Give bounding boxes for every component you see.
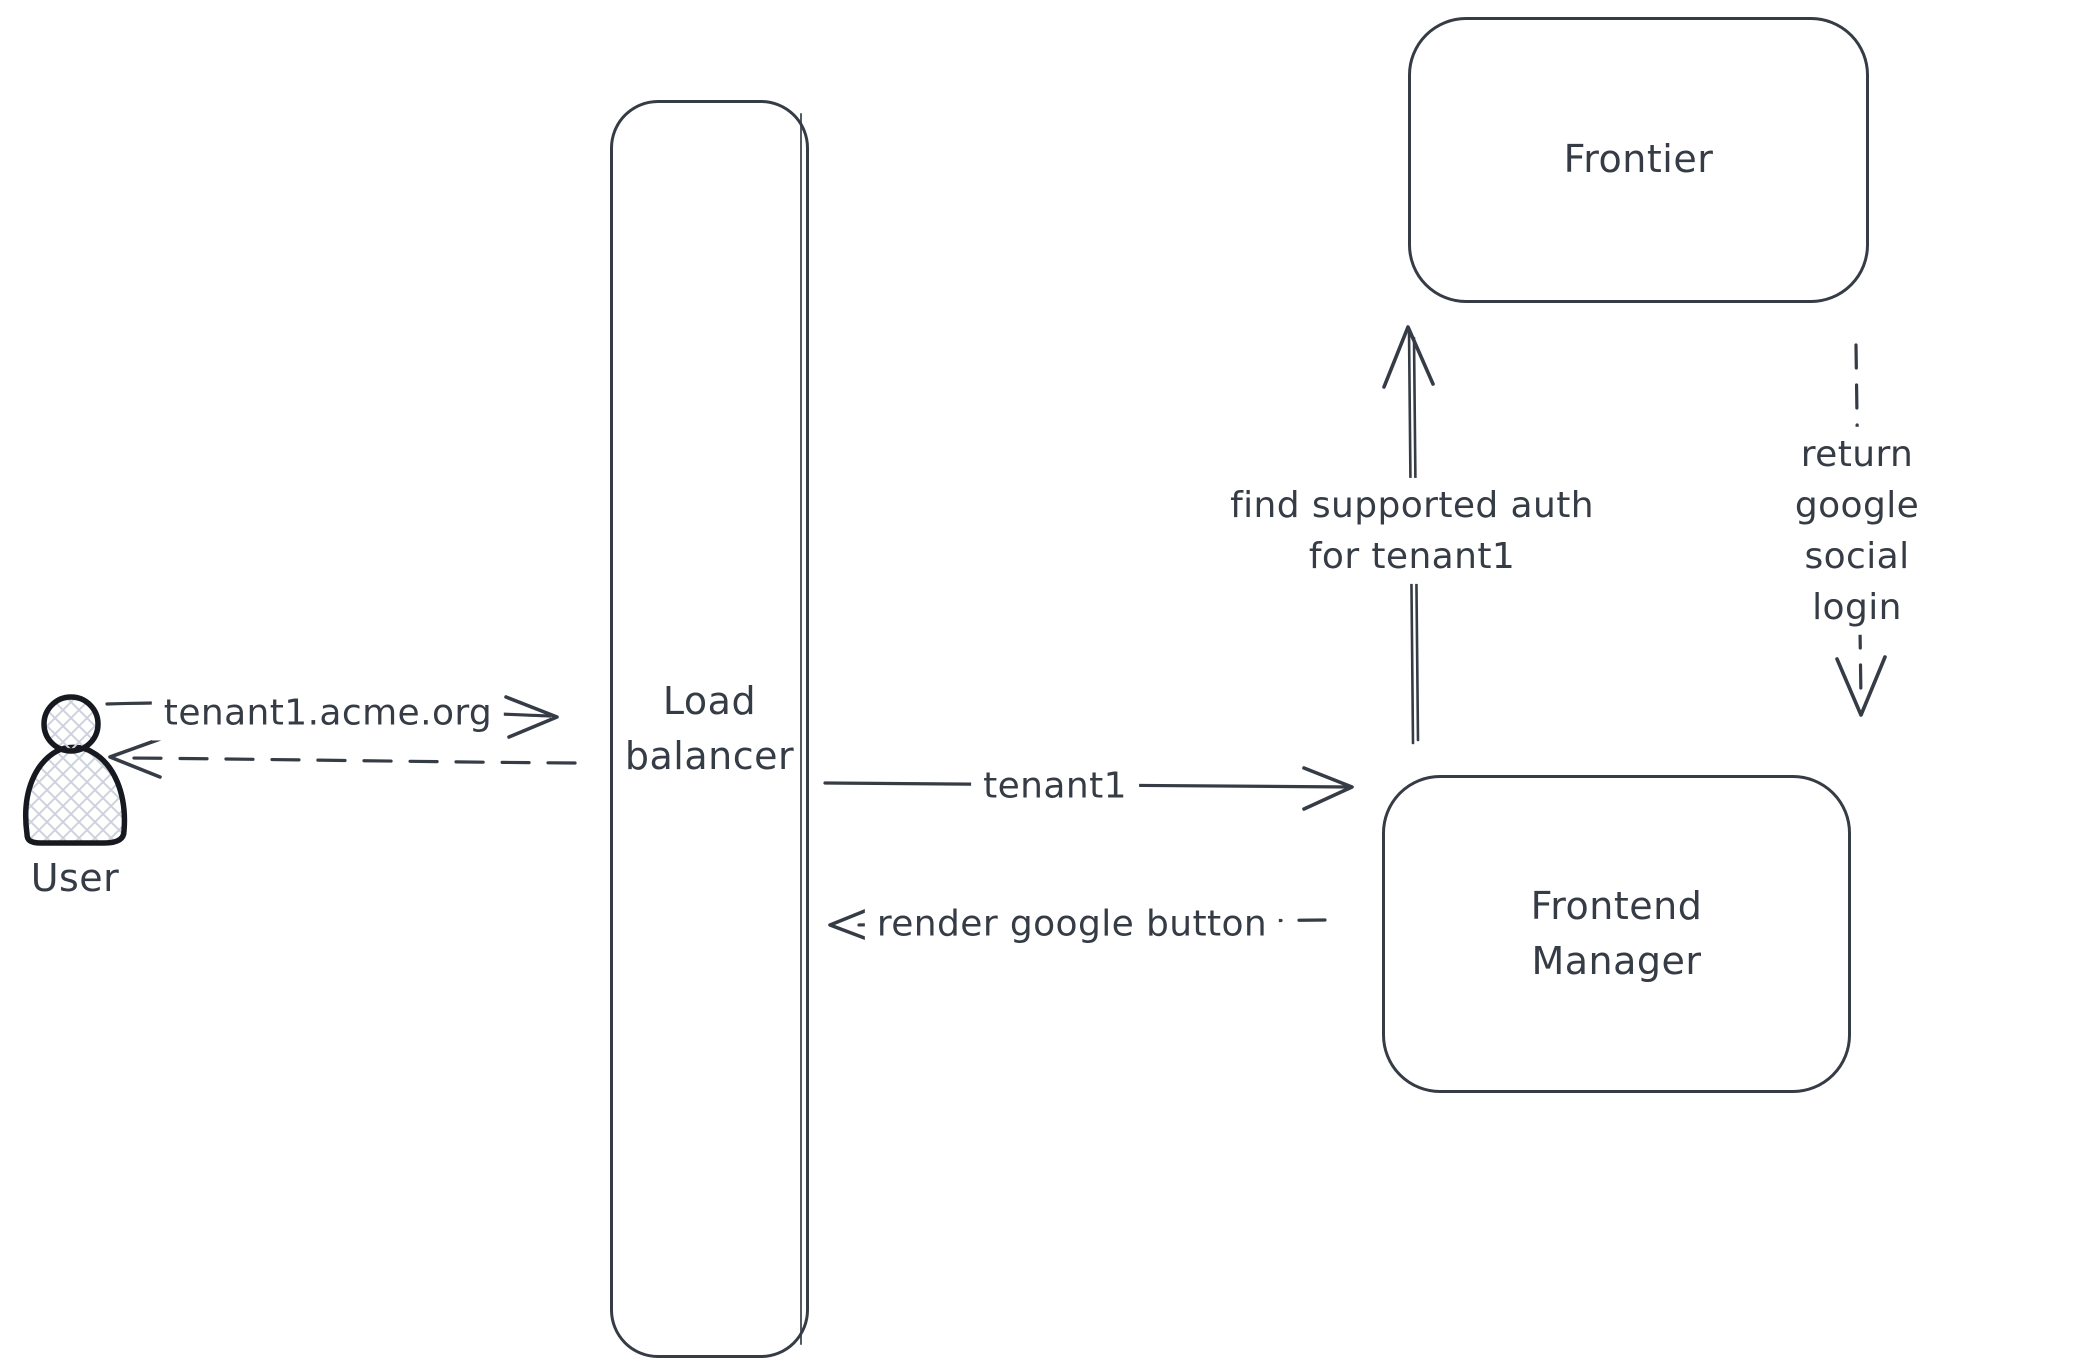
actor-user[interactable]: User (10, 694, 140, 900)
user-icon (23, 694, 128, 846)
load-balancer-label: Load balancer (624, 678, 795, 778)
frontier-label: Frontier (1563, 137, 1714, 182)
node-frontier[interactable]: Frontier (1408, 17, 1869, 303)
edge-label-request[interactable]: tenant1.acme.org (151, 685, 505, 741)
node-frontend-manager[interactable]: Frontend Manager (1382, 775, 1851, 1093)
node-load-balancer[interactable]: Load balancer (610, 100, 809, 1358)
edge-label-return-google-social-login[interactable]: return google social login (1744, 426, 1970, 636)
frontend-manager-label: Frontend Manager (1530, 883, 1703, 983)
edge-label-tenant1[interactable]: tenant1 (971, 758, 1139, 814)
actor-user-label: User (30, 856, 120, 900)
load-balancer-inner-edge (800, 113, 802, 1345)
arrow-response[interactable] (108, 737, 577, 779)
edge-label-render-google-button[interactable]: render google button (864, 896, 1280, 952)
edge-label-find-supported-auth[interactable]: find supported auth for tenant1 (1218, 477, 1606, 585)
